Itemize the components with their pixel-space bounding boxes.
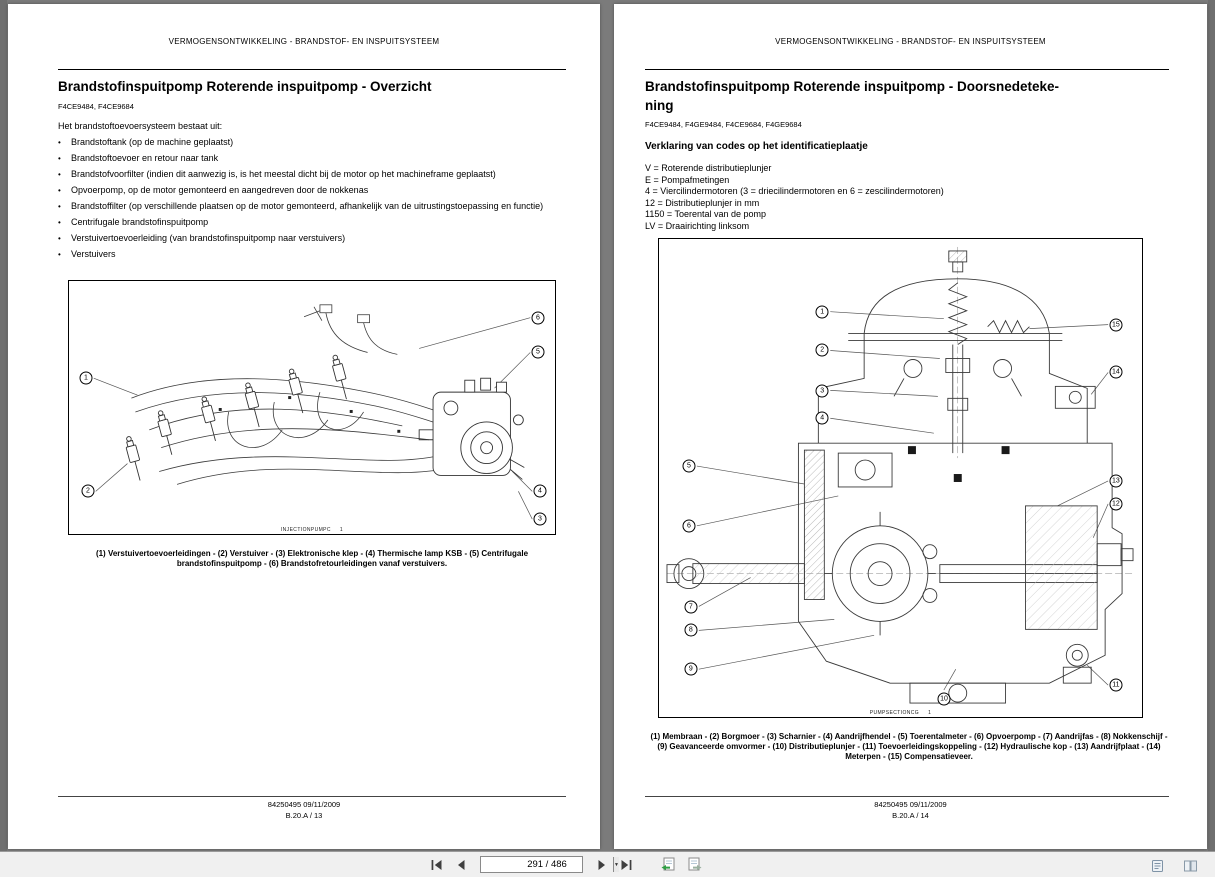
injection-pump-illustration <box>93 304 533 520</box>
page-layout-icon <box>1184 860 1197 871</box>
page-title: Brandstofinspuitpomp Roterende inspuitpo… <box>645 79 1060 113</box>
figure-callout-4: 4 <box>815 411 829 425</box>
footer-page-number: B.20.A / 13 <box>285 810 323 820</box>
bullet-icon: • <box>58 154 61 163</box>
bullet-icon: • <box>58 186 61 195</box>
code-line: 12 = Distributieplunjer in mm <box>645 197 760 208</box>
footer-doc-number: 84250495 09/11/2009 <box>267 800 341 809</box>
list-item: •Opvoerpomp, op de motor gemonteerd en a… <box>58 185 369 195</box>
previous-view-icon <box>661 857 674 871</box>
code-explanations: V = Roterende distributieplunjer E = Pom… <box>645 163 944 232</box>
figure-caption: (1) Verstuivertoevoerleidingen - (2) Ver… <box>95 549 529 568</box>
page-indicator-box: ▼ <box>480 856 619 873</box>
bullet-icon: • <box>58 202 61 211</box>
figure-callout-5: 5 <box>682 459 696 473</box>
figure-callout-3: 3 <box>815 384 829 398</box>
pump-cross-section-illustration <box>666 246 1134 704</box>
previous-page-icon <box>458 859 465 870</box>
toolbar-right-icons <box>1147 856 1201 875</box>
list-item: •Centrifugale brandstofinspuitpomp <box>58 217 209 227</box>
next-view-icon <box>688 857 701 871</box>
model-codes: F4CE9484, F4CE9684 <box>58 102 134 111</box>
page-thumbnails-icon <box>1152 859 1163 872</box>
code-line: E = Pompafmetingen <box>645 174 730 185</box>
list-item: •Verstuivertoevoerleiding (van brandstof… <box>58 233 346 243</box>
figure-callout-14: 14 <box>1109 365 1123 379</box>
bullet-icon: • <box>58 234 61 243</box>
last-page-button[interactable] <box>616 855 637 874</box>
figure-callout-7: 7 <box>684 600 698 614</box>
first-page-button[interactable] <box>426 855 447 874</box>
figure-callout-1: 1 <box>79 371 93 385</box>
figure-callout-2: 2 <box>815 343 829 357</box>
last-page-icon <box>621 859 632 870</box>
first-page-icon <box>431 859 442 870</box>
page-number-input[interactable] <box>481 857 613 872</box>
page-thumbnails-button[interactable] <box>1147 856 1168 875</box>
running-header: VERMOGENSONTWIKKELING - BRANDSTOF- EN IN… <box>775 37 1046 46</box>
figure-callout-11: 11 <box>1109 678 1123 692</box>
figure-callout-6: 6 <box>682 519 696 533</box>
list-item: •Brandstoffilter (op verschillende plaat… <box>58 201 544 211</box>
document-page-left: VERMOGENSONTWIKKELING - BRANDSTOF- EN IN… <box>8 4 600 849</box>
chevron-down-icon: ▼ <box>614 861 619 868</box>
list-item: •Brandstoftank (op de machine geplaatst) <box>58 137 234 147</box>
running-header: VERMOGENSONTWIKKELING - BRANDSTOF- EN IN… <box>168 37 440 46</box>
list-item: •Brandstoftoevoer en retour naar tank <box>58 153 219 163</box>
bullet-icon: • <box>58 250 61 259</box>
component-list: •Brandstoftank (op de machine geplaatst)… <box>58 137 572 265</box>
footer-rule <box>58 796 566 797</box>
header-rule <box>645 69 1169 70</box>
next-view-button[interactable] <box>684 855 705 874</box>
page-navigation: ▼ <box>426 855 705 874</box>
page-title: Brandstofinspuitpomp Roterende inspuitpo… <box>58 79 432 94</box>
code-line: 4 = Viercilindermotoren (3 = driecilinde… <box>645 186 944 196</box>
window-edge-right <box>1208 0 1215 852</box>
page-layout-button[interactable] <box>1180 856 1201 875</box>
list-item: •Verstuivers <box>58 249 116 259</box>
figure-callout-2: 2 <box>81 484 95 498</box>
code-line: LV = Draairichting linksom <box>645 220 750 231</box>
figure-callout-10: 10 <box>937 692 951 706</box>
figure-callout-6: 6 <box>531 311 545 325</box>
page-footer: 84250495 09/11/2009 B.20.A / 13 <box>8 800 600 821</box>
figure-callout-13: 13 <box>1109 474 1123 488</box>
list-item: •Brandstofvoorfilter (indien dit aanwezi… <box>58 169 496 179</box>
figure-callout-4: 4 <box>533 484 547 498</box>
next-page-button[interactable] <box>591 855 612 874</box>
footer-doc-number: 84250495 09/11/2009 <box>874 800 947 809</box>
view-history-buttons <box>657 855 705 874</box>
figure-callout-3: 3 <box>533 512 547 526</box>
window-edge-left <box>0 0 7 852</box>
figure-caption: (1) Membraan - (2) Borgmoer - (3) Scharn… <box>650 732 1168 761</box>
section-heading: Verklaring van codes op het identificati… <box>645 141 868 152</box>
header-rule <box>58 69 566 70</box>
footer-rule <box>645 796 1169 797</box>
code-line: V = Roterende distributieplunjer <box>645 163 772 173</box>
viewer-toolbar: ▼ <box>0 851 1215 877</box>
intro-text: Het brandstoftoevoersysteem bestaat uit: <box>58 121 223 131</box>
model-codes: F4CE9484, F4GE9484, F4CE9684, F4GE9684 <box>645 120 802 129</box>
figure-callout-9: 9 <box>684 662 698 676</box>
page-footer: 84250495 09/11/2009 B.20.A / 14 <box>614 800 1207 821</box>
bullet-icon: • <box>58 138 61 147</box>
document-page-right: VERMOGENSONTWIKKELING - BRANDSTOF- EN IN… <box>614 4 1207 849</box>
figure-callout-5: 5 <box>531 345 545 359</box>
figure-callout-8: 8 <box>684 623 698 637</box>
footer-page-number: B.20.A / 14 <box>892 810 929 820</box>
previous-page-button[interactable] <box>451 855 472 874</box>
figure-callout-12: 12 <box>1109 497 1123 511</box>
bullet-icon: • <box>58 170 61 179</box>
figure-callout-15: 15 <box>1109 318 1123 332</box>
next-page-icon <box>598 859 605 870</box>
bullet-icon: • <box>58 218 61 227</box>
figure-callout-1: 1 <box>815 305 829 319</box>
previous-view-button[interactable] <box>657 855 678 874</box>
page-dropdown-button[interactable]: ▼ <box>613 857 619 872</box>
code-line: 1150 = Toerental van de pomp <box>645 209 767 219</box>
